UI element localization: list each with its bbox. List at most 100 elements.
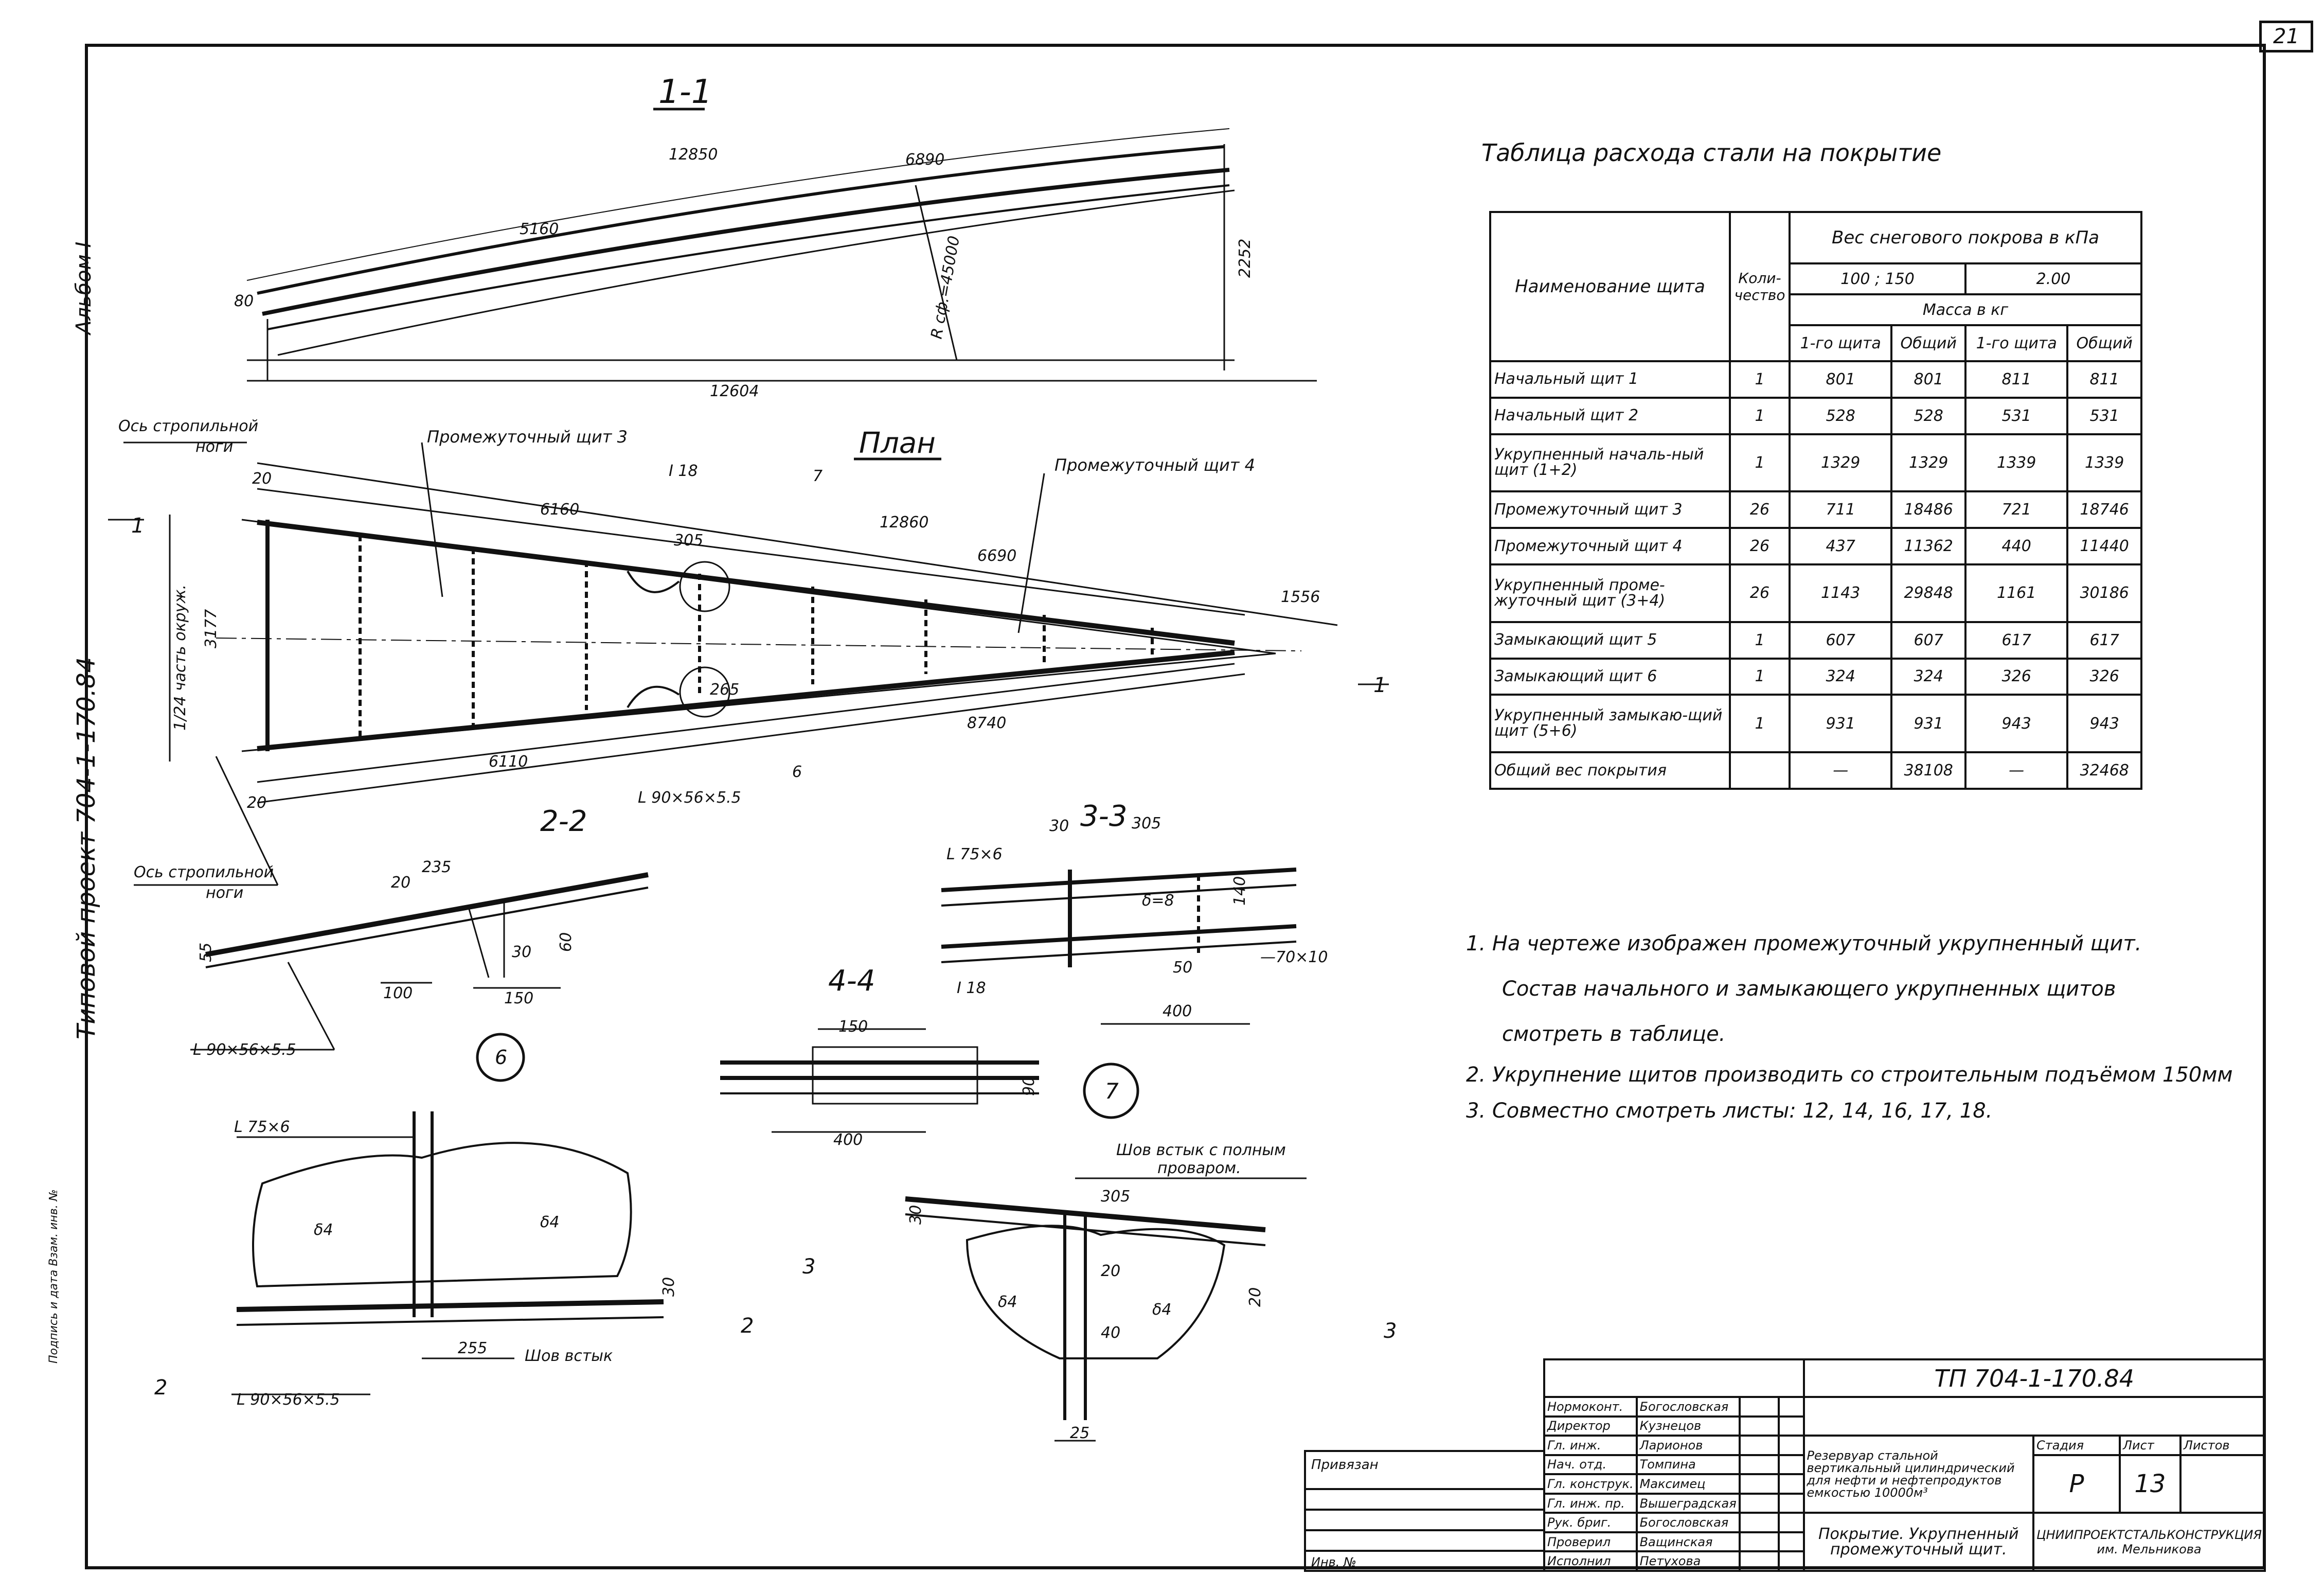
sheet-value: 13 [2118, 1454, 2182, 1514]
dim-60: 60 [557, 932, 575, 952]
sheet-title: Покрытие. Укрупненный промежуточный щит. [1802, 1512, 2034, 1572]
dim-8740: 8740 [967, 714, 1006, 732]
delta8-label: δ=8 [1142, 892, 1174, 910]
lprofile-plan: L 90×56×5.5 [638, 789, 741, 807]
steel-table: Наименование щита Коли-чество Вес снегов… [1489, 211, 2143, 790]
notes: 1. На чертеже изображен промежуточный ук… [1466, 921, 2233, 1129]
col-one-a: 1-го щита [1788, 324, 1893, 362]
dim-1556-plan: 1556 [1281, 588, 1320, 606]
l75-node6: L 75×6 [234, 1118, 290, 1136]
weld-label: Шов встык [525, 1347, 613, 1365]
col-mass-header: Масса в кг [1789, 293, 2142, 326]
dim-6160-plan: 6160 [540, 501, 579, 519]
i18-label: I 18 [669, 462, 698, 480]
dim-150-f: 150 [838, 1018, 868, 1036]
col-total-b: Общий [2066, 324, 2142, 362]
cut2-right: 2 [741, 1314, 754, 1338]
dim-20-s: 20 [391, 874, 410, 892]
col-total-a: Общий [1890, 324, 1967, 362]
l75-33: L 75×6 [946, 845, 1003, 863]
plan-title: План [859, 427, 936, 460]
node6-marker: 6 [495, 1046, 507, 1069]
d4-a: δ4 [314, 1221, 333, 1239]
i18-33: I 18 [957, 979, 986, 997]
cut2-left: 2 [154, 1376, 167, 1400]
weld-full-label2: проваром. [1157, 1159, 1241, 1177]
axis-bottom-label: Ось стропильной [134, 863, 274, 881]
dim-20-n2: 20 [1101, 1262, 1120, 1280]
cut1-left: 1 [131, 514, 144, 538]
dim-305-plan: 305 [674, 532, 703, 550]
drawing-frame [85, 44, 2266, 1569]
lprofile-node6: L 90×56×5.5 [237, 1391, 340, 1409]
lprofile-s22: L 90×56×5.5 [193, 1041, 296, 1059]
dim-55: 55 [197, 943, 215, 962]
dim-265-plan: 265 [710, 681, 739, 699]
dim-6690-plan: 6690 [977, 547, 1016, 565]
dim-12604: 12604 [710, 382, 759, 400]
dim-30-t: 30 [1049, 817, 1069, 835]
inv-label: Инв. № [1311, 1555, 1357, 1569]
note-1b: Состав начального и замыкающего укрупнен… [1502, 977, 2116, 1001]
stage-value: Р [2032, 1454, 2121, 1514]
col-qty-header: Коли-чество [1729, 211, 1791, 362]
section-3-3-title: 3-3 [1080, 800, 1127, 833]
note-1: 1. На чертеже изображен промежуточный ук… [1466, 932, 2142, 955]
dim-150: 150 [504, 989, 533, 1007]
cut3-right: 3 [1384, 1319, 1397, 1343]
dim-5160: 5160 [520, 220, 559, 238]
num6-label: 6 [792, 763, 802, 781]
section-2-2-title: 2-2 [540, 805, 587, 838]
dim-12850: 12850 [669, 146, 718, 164]
note-3: 3. Совместно смотреть листы: 12, 14, 16,… [1466, 1099, 1993, 1123]
d4-c: δ4 [998, 1293, 1017, 1311]
dim-30-n: 30 [907, 1205, 925, 1225]
binding-label: Привязан [1311, 1457, 1379, 1473]
organization: ЦНИИПРОЕКТСТАЛЬКОНСТРУКЦИЯ им. Мельников… [2032, 1512, 2266, 1572]
binding-block: Привязан Инв. № [1304, 1450, 1543, 1572]
dim-400-f: 400 [833, 1131, 863, 1149]
dim-20-top: 20 [252, 470, 272, 488]
dim-400-t: 400 [1163, 1002, 1192, 1020]
col-name-header: Наименование щита [1489, 211, 1731, 362]
col-v1-header: 100 ; 150 [1789, 262, 1967, 295]
dim-255: 255 [458, 1339, 487, 1357]
sheet-number: 21 [2259, 21, 2313, 52]
col-snow-header: Вес снегового покрова в кПа [1789, 211, 2142, 264]
quarter-label: 1/24 часть окруж. [171, 585, 189, 731]
dim-50-t: 50 [1173, 959, 1192, 977]
dim-305-t: 305 [1132, 815, 1161, 833]
table-row: Общий вес покрытия—38108—32468 [1489, 751, 2142, 790]
radius-label: R сф.=45000 [927, 235, 963, 341]
dim-12860-plan: 12860 [880, 514, 928, 532]
object-name: Резервуар стальной вертикальный цилиндри… [1802, 1435, 2034, 1514]
section-1-1-title: 1-1 [658, 73, 712, 111]
col-one-b: 1-го щита [1964, 324, 2069, 362]
cut1-right: 1 [1373, 674, 1386, 697]
weld-full-label: Шов встык с полным [1116, 1141, 1286, 1159]
table-title: Таблица расхода стали на покрытие [1481, 139, 1942, 167]
d4-b: δ4 [540, 1213, 559, 1231]
dim-235: 235 [422, 858, 451, 876]
shield4-label: Промежуточный щит 4 [1054, 455, 1255, 475]
note-1c: смотреть в таблице. [1502, 1022, 1726, 1046]
dim-140: 140 [1231, 876, 1249, 906]
note-2: 2. Укрупнение щитов производить со строи… [1466, 1063, 2233, 1087]
col-v2-header: 2.00 [1964, 262, 2143, 295]
dim-80: 80 [234, 292, 254, 310]
node7-marker: 7 [1105, 1078, 1119, 1104]
axis-top-label2: ноги [195, 438, 233, 456]
dim-6890: 6890 [905, 151, 944, 169]
title-block: ТП 704-1-170.84 Нормоконт.Богословская Д… [1543, 1358, 2266, 1572]
d4-d: δ4 [1152, 1301, 1171, 1319]
dim-40-n: 40 [1101, 1324, 1120, 1342]
